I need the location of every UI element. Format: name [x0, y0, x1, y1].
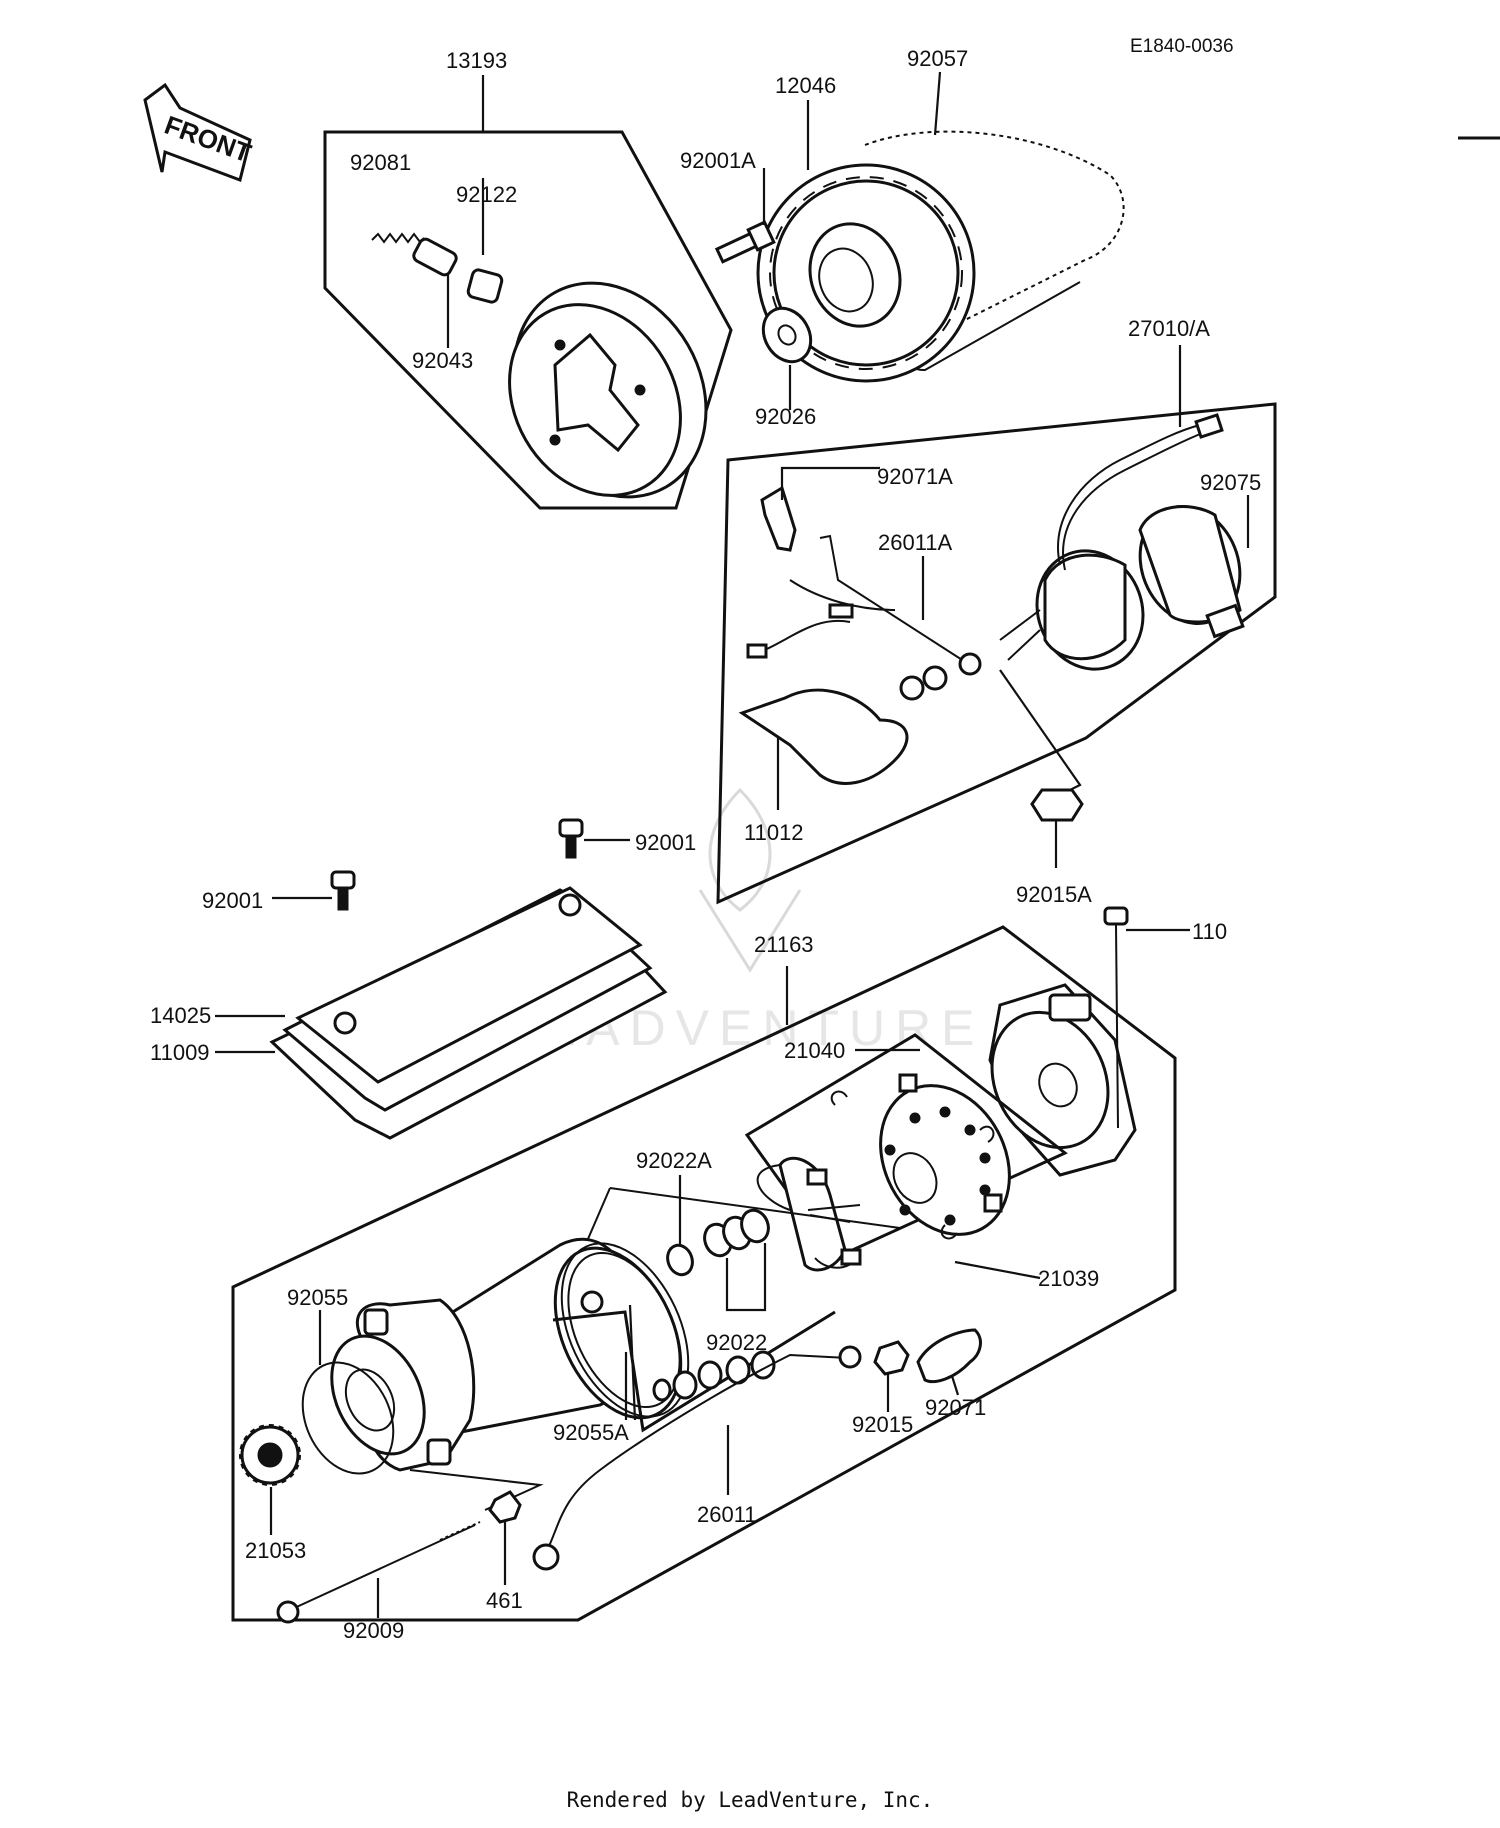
starter-relay-group — [716, 345, 1277, 905]
label-461: 461 — [486, 1588, 523, 1613]
label-92071A: 92071A — [877, 464, 953, 489]
front-arrow: FRONT — [143, 82, 255, 182]
label-92081: 92081 — [350, 150, 411, 175]
label-21053: 21053 — [245, 1538, 306, 1563]
label-13193: 13193 — [446, 48, 507, 73]
starter-motor-group — [231, 906, 1190, 1624]
label-92022: 92022 — [706, 1330, 767, 1355]
label-92055: 92055 — [287, 1285, 348, 1310]
label-21039: 21039 — [1038, 1266, 1099, 1291]
label-92122: 92122 — [456, 182, 517, 207]
starter-clutch-group — [323, 75, 733, 510]
part-labels: 13193 92081 92122 92043 92057 12046 9200… — [150, 46, 1261, 1643]
label-92043: 92043 — [412, 348, 473, 373]
label-92001-upper: 92001 — [635, 830, 696, 855]
label-26011A: 26011A — [878, 530, 953, 555]
label-12046: 12046 — [775, 73, 836, 98]
label-92015A: 92015A — [1016, 882, 1092, 907]
label-92015: 92015 — [852, 1412, 913, 1437]
label-92022A: 92022A — [636, 1148, 712, 1173]
footer-credit: Rendered by LeadVenture, Inc. — [566, 1788, 934, 1812]
label-11012: 11012 — [744, 820, 804, 845]
diagram-code: E1840-0036 — [1130, 36, 1234, 57]
label-92057: 92057 — [907, 46, 968, 71]
cover-gasket-group — [215, 886, 668, 1140]
label-11009: 11009 — [150, 1040, 210, 1065]
label-21040: 21040 — [784, 1038, 845, 1063]
label-27010A: 27010/A — [1128, 316, 1210, 341]
label-21163: 21163 — [754, 932, 814, 957]
label-92026: 92026 — [755, 404, 816, 429]
label-110: 110 — [1192, 919, 1227, 944]
label-92055A: 92055A — [553, 1420, 629, 1445]
label-92075: 92075 — [1200, 470, 1261, 495]
label-14025: 14025 — [150, 1003, 211, 1028]
label-26011: 26011 — [697, 1502, 757, 1527]
label-92001A: 92001A — [680, 148, 756, 173]
label-92001-lower: 92001 — [202, 888, 263, 913]
sprocket-chain-group — [714, 71, 1125, 410]
label-92009: 92009 — [343, 1618, 404, 1643]
label-92071: 92071 — [925, 1395, 986, 1420]
bolts-92001 — [272, 818, 630, 911]
